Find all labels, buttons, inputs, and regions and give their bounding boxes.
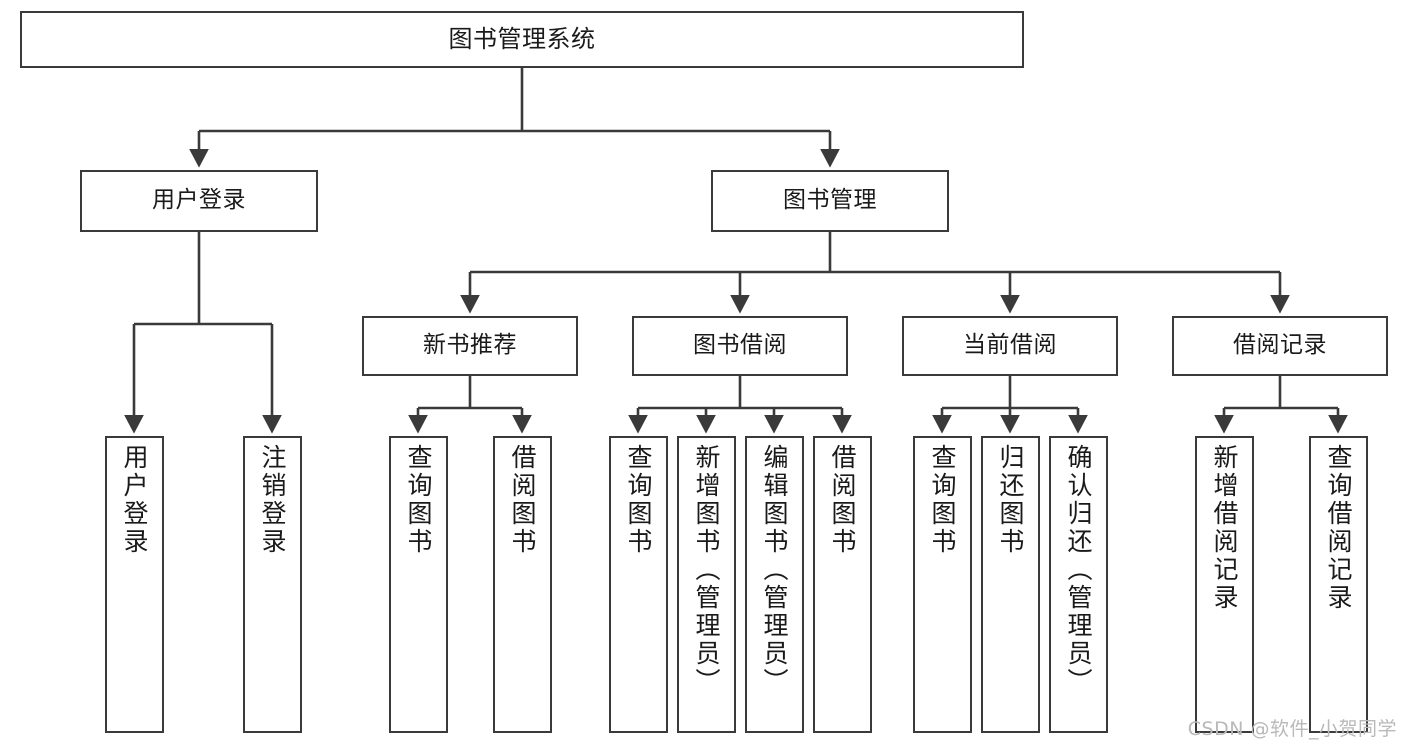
node-book-borrow[interactable]: 图书借阅 (632, 316, 848, 376)
leaf-confirm-return-admin[interactable]: 确认归还（管理员） (1049, 436, 1108, 733)
node-label: 用户登录 (152, 187, 246, 214)
node-label: 查询借阅记录 (1324, 444, 1353, 612)
node-label: 归还图书 (996, 444, 1025, 556)
leaf-add-borrow-record[interactable]: 新增借阅记录 (1195, 436, 1254, 733)
node-label: 新增借阅记录 (1210, 444, 1239, 612)
node-label: 借阅记录 (1233, 332, 1327, 359)
leaf-edit-book-admin[interactable]: 编辑图书（管理员） (745, 436, 804, 733)
leaf-return-book[interactable]: 归还图书 (981, 436, 1040, 733)
leaf-query-book-current[interactable]: 查询图书 (913, 436, 972, 733)
node-label: 借阅图书 (828, 444, 857, 556)
leaf-query-borrow-record[interactable]: 查询借阅记录 (1309, 436, 1368, 733)
node-label: 查询图书 (404, 444, 433, 556)
node-current-borrow[interactable]: 当前借阅 (902, 316, 1118, 376)
node-label: 注销登录 (258, 444, 287, 556)
leaf-logout-login[interactable]: 注销登录 (243, 436, 302, 733)
node-label: 用户登录 (120, 444, 149, 556)
node-label: 图书管理系统 (448, 25, 596, 54)
node-label: 查询图书 (928, 444, 957, 556)
node-label: 当前借阅 (963, 332, 1057, 359)
node-label: 查询图书 (624, 444, 653, 556)
node-borrow-record[interactable]: 借阅记录 (1172, 316, 1388, 376)
node-label: 确认归还（管理员） (1064, 444, 1093, 696)
node-book-management[interactable]: 图书管理 (711, 170, 949, 232)
leaf-borrow-book-recommend[interactable]: 借阅图书 (493, 436, 552, 733)
node-label: 图书管理 (783, 187, 877, 214)
leaf-query-book-recommend[interactable]: 查询图书 (389, 436, 448, 733)
leaf-user-login[interactable]: 用户登录 (105, 436, 164, 733)
node-label: 新书推荐 (423, 332, 517, 359)
leaf-query-book-borrow[interactable]: 查询图书 (609, 436, 668, 733)
node-label: 新增图书（管理员） (692, 444, 721, 696)
node-new-book-recommend[interactable]: 新书推荐 (362, 316, 578, 376)
node-label: 借阅图书 (508, 444, 537, 556)
node-label: 编辑图书（管理员） (760, 444, 789, 696)
node-root-book-management-system[interactable]: 图书管理系统 (20, 11, 1024, 68)
node-user-login[interactable]: 用户登录 (80, 170, 318, 232)
leaf-add-book-admin[interactable]: 新增图书（管理员） (677, 436, 736, 733)
node-label: 图书借阅 (693, 332, 787, 359)
leaf-borrow-book[interactable]: 借阅图书 (813, 436, 872, 733)
